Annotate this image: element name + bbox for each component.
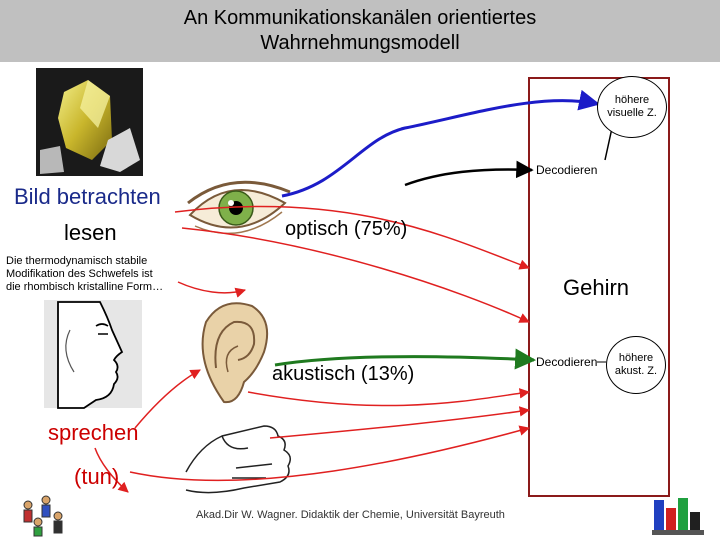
sprechen-label: sprechen	[48, 420, 139, 445]
hoehere-visuelle-bubble: höhere visuelle Z.	[597, 76, 667, 138]
description-line-1: Die thermodynamisch stabile	[6, 255, 148, 267]
akustisch-label: akustisch (13%)	[272, 363, 415, 385]
hoehere-akust-bubble: höhere akust. Z.	[606, 336, 666, 394]
description-line-3: die rhombisch kristalline Form…	[6, 281, 164, 293]
hoehere-akust-line-2: akust. Z.	[614, 365, 658, 377]
title-line-2: Wahrnehmungsmodell	[260, 32, 460, 54]
description-text: Die thermodynamisch stabile Modifikation…	[6, 255, 163, 294]
red-arrow-4	[247, 388, 531, 407]
visual-path-line	[281, 89, 601, 198]
brain-box	[528, 77, 670, 497]
face-profile-icon	[44, 300, 142, 409]
bild-betrachten-label: Bild betrachten	[14, 184, 161, 209]
hoehere-akust-line-1: höhere	[618, 352, 654, 364]
title-bar	[0, 0, 720, 62]
ear-icon	[201, 302, 268, 404]
hoehere-visuelle-line-2: visuelle Z.	[607, 107, 657, 119]
title-line-1: An Kommunikationskanälen orientiertes	[183, 7, 537, 29]
hoehere-visuelle-line-1: höhere	[614, 94, 650, 106]
red-arrow-8	[94, 447, 129, 493]
lesen-label: lesen	[64, 220, 117, 245]
red-arrow-7	[129, 425, 531, 482]
footer-text: Akad.Dir W. Wagner. Didaktik der Chemie,…	[196, 509, 505, 521]
sulfur-crystal-image	[36, 68, 143, 176]
hand-icon	[185, 425, 291, 494]
people-icon	[23, 495, 63, 537]
red-arrow-5	[134, 369, 201, 429]
red-arrow-6	[269, 406, 531, 439]
tun-label: (tun)	[74, 464, 120, 489]
red-arrow-1	[174, 205, 530, 270]
eye-icon	[187, 180, 291, 235]
optisch-label: optisch (75%)	[285, 218, 408, 240]
decode-top-path-line	[404, 160, 534, 187]
decodieren-bottom-label: Decodieren	[536, 355, 598, 369]
red-arrow-3	[177, 281, 247, 298]
auditory-path-line	[274, 348, 537, 370]
description-line-2: Modifikation des Schwefels ist	[6, 268, 153, 280]
page-title: An Kommunikationskanälen orientiertes Wa…	[0, 6, 720, 56]
decodieren-top-label: Decodieren	[536, 163, 598, 177]
gehirn-label: Gehirn	[563, 275, 630, 300]
visual-to-decode-line	[604, 127, 613, 161]
red-arrow-2	[181, 227, 530, 323]
logo-icon	[652, 498, 704, 535]
